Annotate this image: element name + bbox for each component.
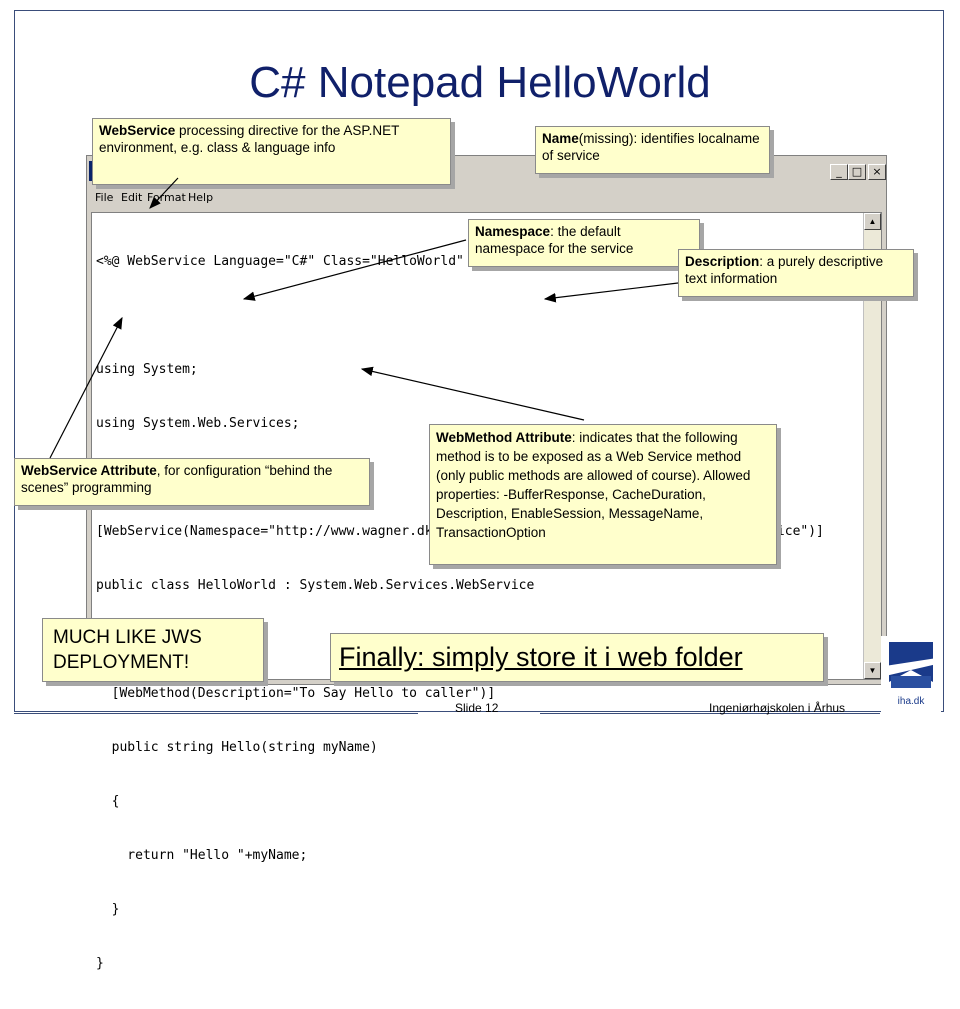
menu-help[interactable]: Help <box>188 191 214 204</box>
callout-description: Description: a purely descriptive text i… <box>678 249 914 297</box>
note-jws-deployment: MUCH LIKE JWS DEPLOYMENT! <box>42 618 264 682</box>
code-line: } <box>96 956 104 971</box>
callout-text: : a purely descriptive text information <box>685 254 884 286</box>
code-line: ​ <box>96 307 861 325</box>
callout-bold: Namespace <box>475 224 551 239</box>
callout-webservice-attribute: WebService Attribute, for configuration … <box>14 458 370 506</box>
iha-logo-icon: iha.dk <box>881 636 941 712</box>
callout-name: Name(missing): identifies localname of s… <box>535 126 770 174</box>
callout-webmethod-attribute: WebMethod Attribute: indicates that the … <box>429 424 777 565</box>
code-line: return "Hello "+myName; <box>96 848 308 863</box>
callout-text: : the default namespace for the service <box>475 224 634 256</box>
note-store-web-folder: Finally: simply store it i web folder <box>330 633 824 682</box>
vertical-scrollbar[interactable]: ▲ ▼ <box>863 213 881 679</box>
code-text: <%@ WebService Language="C#" Class="Hell… <box>96 217 861 1009</box>
callout-bold: Description <box>685 254 760 269</box>
code-line: public class HelloWorld : System.Web.Ser… <box>96 578 535 593</box>
callout-bold: Name <box>542 131 579 146</box>
scroll-up-icon[interactable]: ▲ <box>864 213 881 230</box>
code-line: using System; <box>96 362 198 377</box>
menu-file[interactable]: File <box>95 191 114 204</box>
footer-rule-right <box>540 713 880 714</box>
callout-webservice-directive: WebService processing directive for the … <box>92 118 451 185</box>
slide-frame <box>14 10 944 712</box>
school-name: Ingeniørhøjskolen i Århus <box>709 701 846 715</box>
code-line: public string Hello(string myName) <box>96 740 378 755</box>
callout-text: , for configuration “behind the scenes” … <box>21 463 333 495</box>
maximize-button[interactable]: □ <box>848 164 866 180</box>
callout-text: processing directive for the ASP.NET env… <box>99 123 400 155</box>
callout-text: (missing): identifies localname of servi… <box>542 131 760 163</box>
menu-format[interactable]: Format <box>147 191 186 204</box>
footer-rule-left <box>14 713 418 714</box>
callout-namespace: Namespace: the default namespace for the… <box>468 219 700 267</box>
logo-text: iha.dk <box>898 696 926 707</box>
scroll-down-icon[interactable]: ▼ <box>864 662 881 679</box>
callout-bold: WebService <box>99 123 176 138</box>
code-line: { <box>96 794 120 809</box>
slide-number: Slide 12 <box>455 701 499 715</box>
close-button[interactable]: × <box>868 164 886 180</box>
callout-bold: WebService Attribute <box>21 463 157 478</box>
slide-title: C# Notepad HelloWorld <box>249 58 711 107</box>
menu-edit[interactable]: Edit <box>121 191 143 204</box>
code-line: } <box>96 902 120 917</box>
callout-bold: WebMethod Attribute <box>436 430 572 445</box>
minimize-button[interactable]: _ <box>830 164 848 180</box>
code-line: [WebMethod(Description="To Say Hello to … <box>96 686 496 701</box>
callout-text: : indicates that the following method is… <box>436 430 751 540</box>
notepad-menubar: File Edit Format Help <box>87 186 886 208</box>
